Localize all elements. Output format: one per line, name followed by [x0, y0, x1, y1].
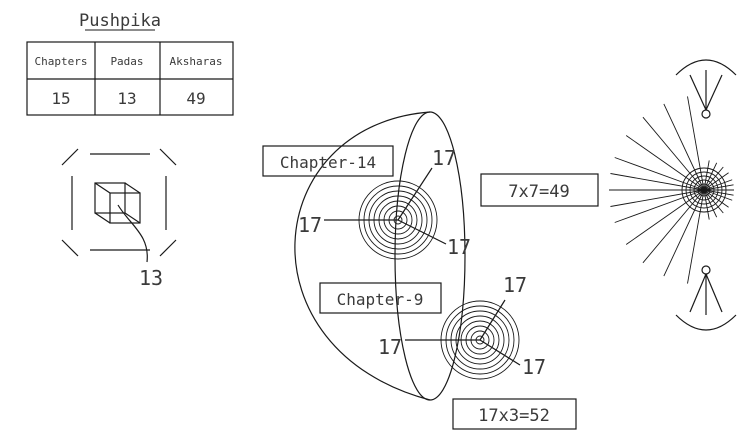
table-header-aksharas: Aksharas: [170, 55, 223, 68]
cube-edge: [94, 212, 111, 224]
starburst-ray: [703, 189, 724, 214]
chapter14-ray-label: 17: [432, 146, 456, 170]
starburst-symbol: [609, 96, 734, 284]
eq52-box: [452, 398, 577, 430]
top-fan-line: [705, 74, 723, 111]
starburst-ray: [687, 96, 705, 191]
pushpika-title: Pushpika: [79, 11, 161, 31]
cube-edge: [124, 182, 141, 194]
concentric-ring: [685, 171, 723, 209]
starburst-ray: [625, 189, 705, 245]
concentric-ring: [697, 183, 711, 197]
eq49-label: 7x7=49: [508, 182, 569, 202]
chapter9-box: [319, 282, 442, 314]
starburst-ray: [703, 184, 734, 191]
ray-line: [479, 339, 521, 366]
bottom-fan-line: [689, 273, 707, 313]
table-value-padas: 13: [117, 89, 136, 108]
starburst-ray: [703, 189, 734, 196]
corner-tick: [159, 148, 177, 166]
hemisphere: [294, 111, 466, 401]
starburst-ray: [703, 172, 729, 191]
table-value-chapters: 15: [51, 89, 70, 108]
ray-line: [397, 219, 447, 245]
starburst-ray: [642, 189, 705, 264]
starburst-concentric-circles: [681, 167, 727, 213]
cube-label: 13: [139, 266, 163, 290]
chapter9-ray-label: 17: [503, 273, 527, 297]
chapter14-ray-label: 17: [298, 213, 322, 237]
starburst-ray: [625, 135, 705, 191]
starburst-ray: [614, 157, 705, 191]
starburst-ray: [663, 103, 705, 191]
cube-back-face: [109, 192, 141, 224]
concentric-ring: [689, 175, 719, 205]
bottom-arc: [675, 314, 737, 331]
chapter14-box: [262, 145, 394, 177]
chapter9-ray-label: 17: [522, 355, 546, 379]
table-value-aksharas: 49: [186, 89, 205, 108]
chapter14-ray-label: 17: [447, 235, 471, 259]
hemisphere-outline: [294, 111, 431, 401]
starburst-ray: [703, 189, 729, 208]
chapter9-ray-label: 17: [378, 335, 402, 359]
bottom-fan-line: [705, 273, 723, 313]
corner-tick: [61, 148, 79, 166]
pushpika-table: Chapters Padas Aksharas 15 13 49: [26, 41, 234, 116]
starburst-ray: [610, 189, 705, 207]
table-header-padas: Padas: [110, 55, 143, 68]
corner-tick: [61, 239, 79, 257]
starburst-ray: [663, 189, 705, 277]
ray-line: [397, 167, 433, 221]
starburst-ray: [687, 189, 705, 284]
corner-tick: [159, 239, 177, 257]
starburst-ray: [610, 173, 705, 191]
concentric-ring: [693, 179, 715, 201]
starburst-ray: [703, 189, 718, 218]
cube-edge: [124, 212, 141, 224]
bottom-node: [701, 265, 711, 275]
starburst-ray: [703, 189, 733, 201]
top-fan-line: [689, 74, 707, 111]
starburst-ray: [703, 162, 718, 191]
starburst-ray: [703, 189, 710, 220]
hemisphere-cross-section: [394, 111, 466, 401]
top-arc: [675, 59, 737, 76]
starburst-ray: [703, 179, 733, 191]
chapter9-label: Chapter-9: [337, 290, 424, 309]
eq49-box: [480, 173, 599, 207]
starburst-ray: [703, 160, 710, 191]
concentric-ring: [700, 186, 708, 194]
concentric-ring: [681, 167, 727, 213]
cube-symbol: 13: [61, 148, 177, 290]
starburst-ray: [703, 166, 724, 191]
eq52-label: 17x3=52: [478, 406, 550, 426]
table-header-chapters: Chapters: [35, 55, 88, 68]
cube-edge: [94, 182, 111, 194]
top-node: [701, 109, 711, 119]
starburst-ray: [642, 116, 705, 191]
cube-leader-line: [117, 204, 148, 263]
chapter14-label: Chapter-14: [280, 153, 376, 172]
starburst-ray: [614, 189, 705, 223]
ray-line: [479, 299, 506, 341]
